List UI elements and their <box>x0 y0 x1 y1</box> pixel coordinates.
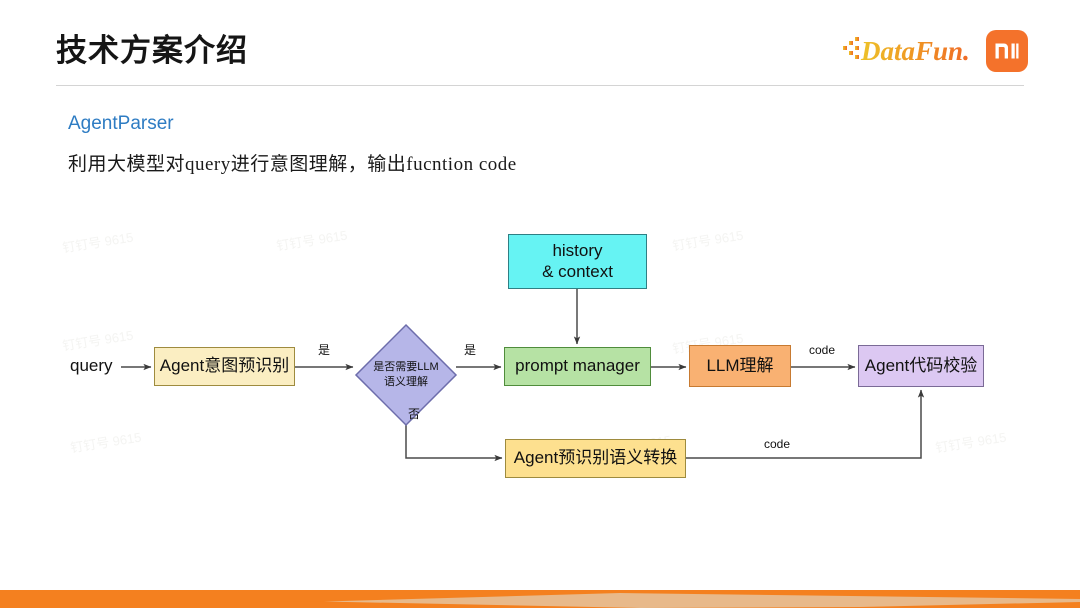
label-query-input: query <box>70 356 113 375</box>
node-agent-intent-prerecognition[interactable]: Agent意图预识别 <box>154 347 295 386</box>
node-decision-need-llm[interactable]: 是否需要LLM 语义理解 <box>356 325 456 425</box>
node-history-line2: & context <box>542 261 613 281</box>
edge-label-code-1: code <box>809 343 836 357</box>
page-title: 技术方案介绍 <box>56 33 248 68</box>
node-prompt-manager[interactable]: prompt manager <box>504 347 651 386</box>
node-agent-code-verification[interactable]: Agent代码校验 <box>858 345 984 387</box>
node-history-context[interactable]: history & context <box>508 234 647 289</box>
edge-label-code-2: code <box>764 437 791 451</box>
edge-label-yes-1: 是 <box>318 343 331 357</box>
section-description: 利用大模型对query进行意图理解，输出fucntion code <box>68 154 517 175</box>
logo-group: DataFun. <box>842 28 1028 74</box>
edge-label-no: 否 <box>408 407 421 421</box>
mi-logo <box>986 30 1028 72</box>
node-agent-prerecognition-semantic-conversion[interactable]: Agent预识别语义转换 <box>505 439 686 478</box>
decision-diamond <box>354 323 458 427</box>
section-heading: AgentParser <box>68 113 174 134</box>
decision-line1: 是否需要LLM <box>373 361 439 374</box>
datafun-logo-svg: DataFun. <box>843 36 970 66</box>
datafun-logo: DataFun. <box>842 31 974 71</box>
svg-text:DataFun.: DataFun. <box>860 36 970 66</box>
footer-band <box>0 590 1080 608</box>
edge-label-yes-2: 是 <box>464 343 477 357</box>
node-history-line1: history <box>552 240 603 260</box>
mi-logo-glyph <box>995 43 1019 59</box>
decision-line2: 语义理解 <box>384 376 428 388</box>
header-divider <box>56 85 1024 86</box>
node-llm-understanding[interactable]: LLM理解 <box>689 345 791 387</box>
